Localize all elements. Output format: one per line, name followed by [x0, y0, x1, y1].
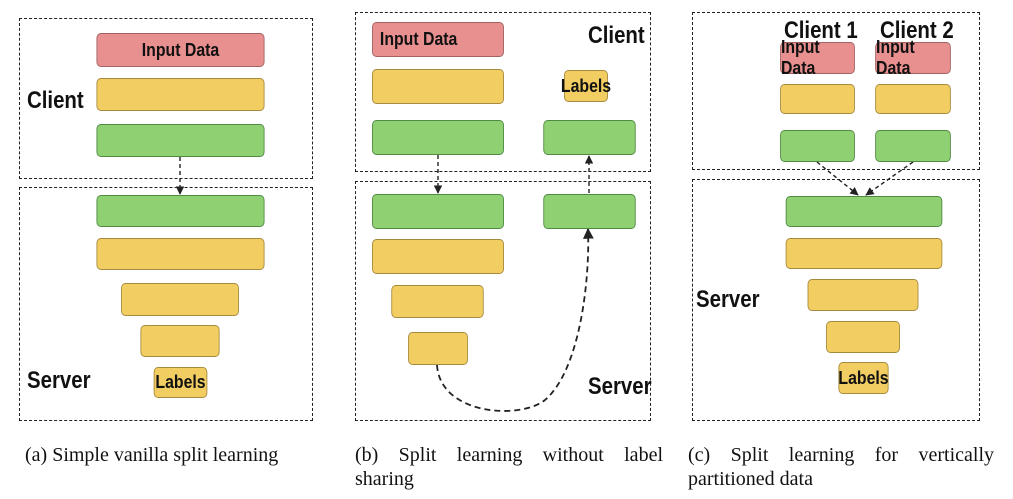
panel-b-client-label: Client [588, 22, 645, 49]
panel-c-client1-label: Client 1 [784, 17, 858, 44]
panel-c-client1-hidden-layer [780, 84, 855, 114]
panel-c-server-box [692, 179, 980, 421]
panel-b-server-layer-2 [391, 285, 484, 318]
panel-b-client-box [355, 12, 651, 172]
panel-b-server-layer-3 [408, 332, 468, 365]
panel-a-server-layer-3 [140, 325, 220, 357]
panel-b-caption-line1: (b) Split learning without label [355, 444, 663, 466]
panel-c-caption-line2: partitioned data [688, 468, 813, 490]
panel-a-caption: (a) Simple vanilla split learning [25, 444, 279, 466]
panel-c-server-cut-layer [785, 196, 943, 227]
panel-c-client2-input-block: Input Data [875, 37, 951, 78]
panel-a-client-box [19, 18, 313, 179]
panel-b-server-output-layer [543, 194, 636, 229]
panel-c-caption-line1: (c) Split learning for vertically [688, 444, 994, 466]
panel-a-client-cut-layer [96, 124, 265, 157]
panel-c-client1-cut-layer [780, 130, 855, 162]
panel-b-server-layer-1 [372, 239, 504, 274]
panel-a-client-label: Client [27, 87, 84, 114]
panel-a-server-box [19, 187, 313, 421]
panel-c-client2-cut-layer [875, 130, 951, 162]
panel-b-input-data-block: Input Data [372, 22, 504, 57]
panel-c-client1-input-block: Input Data [780, 37, 855, 78]
panel-c-labels-block: Labels [838, 362, 889, 394]
panel-b-labels-block: Labels [561, 70, 611, 102]
arrow-c-client2-to-server [865, 161, 914, 196]
panel-b-server-label: Server [588, 373, 652, 400]
panel-c-server-layer-1 [785, 238, 943, 269]
panel-a-labels-block: Labels [153, 367, 208, 398]
panel-a-server-cut-layer [96, 195, 265, 227]
panel-a-server-layer-1 [96, 238, 265, 270]
panel-a-client-hidden-layer [96, 78, 265, 111]
panel-c-client2-label: Client 2 [880, 17, 954, 44]
arrow-c-client1-to-server [816, 161, 859, 196]
panel-c-server-layer-3 [826, 321, 900, 353]
panel-c-client-box [692, 12, 980, 170]
panel-b-server-box [355, 181, 651, 421]
panel-b-caption-line2: sharing [355, 468, 414, 490]
panel-b-client-cut-layer [372, 120, 504, 155]
panel-a-input-data-block: Input Data [96, 33, 265, 67]
panel-b-client-loss-layer [543, 120, 636, 155]
panel-b-client-hidden-layer [372, 69, 504, 104]
panel-b-server-cut-layer [372, 194, 504, 229]
panel-a-server-label: Server [27, 367, 91, 394]
panel-c-caption: (c) Split learning for vertically partit… [688, 443, 994, 491]
panel-c-client2-hidden-layer [875, 84, 951, 114]
panel-b-caption: (b) Split learning without label sharing [355, 443, 663, 491]
panel-c-server-label: Server [696, 286, 760, 313]
panel-a-server-layer-2 [121, 283, 239, 316]
panel-c-server-layer-2 [807, 279, 919, 311]
arrow-b-loss-curve [436, 227, 594, 412]
